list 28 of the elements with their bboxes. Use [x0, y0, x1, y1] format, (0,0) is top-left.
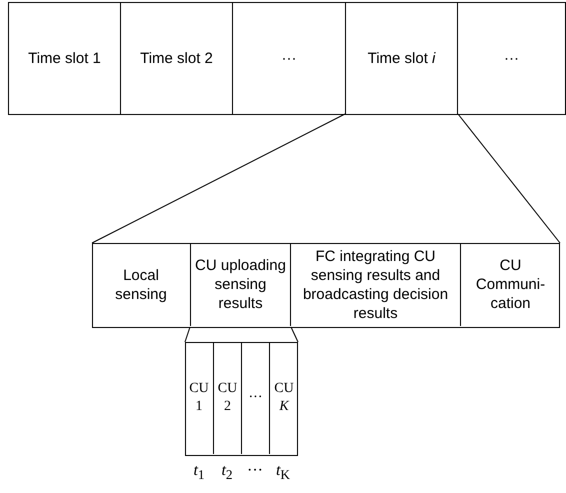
expansion-line [184, 326, 190, 342]
slot-cell [345, 2, 458, 115]
slot-label: Time slot 2 [139, 49, 214, 68]
slot-label: CU K [273, 380, 295, 416]
slot-cell [8, 2, 121, 115]
time-label: ··· [246, 462, 264, 480]
slot-cell [457, 2, 566, 115]
slot-label: Time slot i [366, 49, 437, 68]
slot-cell [120, 2, 233, 115]
slot-label: ··· [248, 389, 264, 407]
time-label: t$_{1}$ [192, 462, 206, 484]
slot-label: ··· [280, 49, 298, 68]
frame-box [92, 243, 560, 328]
slot-label: CU 1 [188, 380, 210, 416]
slot-label: CU 2 [216, 380, 238, 416]
slot-label: CU Communi- cation [474, 256, 546, 313]
expansion-line [92, 114, 346, 244]
slot-label: Time slot 1 [27, 49, 102, 68]
slot-label: ··· [503, 49, 520, 68]
slot-label: CU uploading sensing results [194, 256, 287, 313]
time-label: t$_{K}$ [274, 462, 292, 484]
expansion-line [458, 114, 560, 244]
time-label: t$_{2}$ [220, 462, 234, 484]
slot-label: FC integrating CU sensing results and broadcasting decision results [302, 246, 450, 322]
slot-cell [232, 2, 346, 115]
expansion-line [290, 326, 298, 342]
frame-box [185, 342, 298, 456]
slot-label: Local sensing [114, 266, 168, 304]
